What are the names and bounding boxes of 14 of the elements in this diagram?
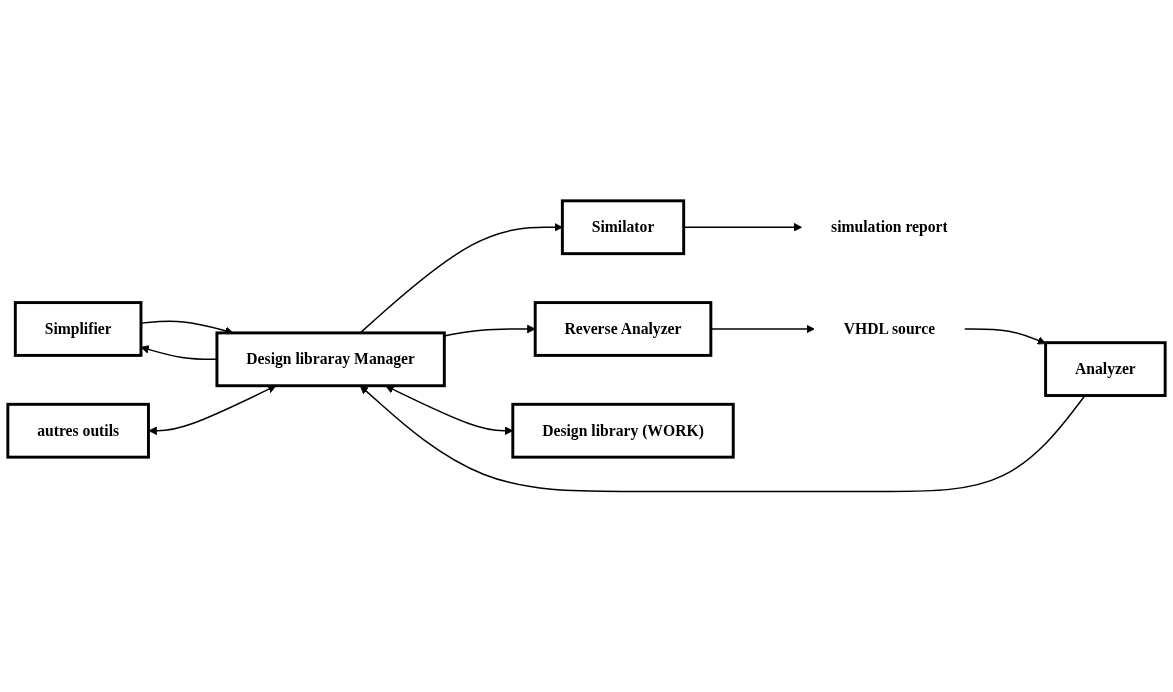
node-box: autres outils [6, 402, 150, 459]
node-box: Design library (WORK) [511, 402, 735, 459]
node-text: VHDL source [843, 320, 936, 337]
arrow [359, 385, 1086, 492]
arrow [963, 328, 1046, 345]
node-text: simulation report [831, 218, 948, 235]
arrow [148, 385, 277, 435]
node-box: Similator [560, 199, 686, 255]
node-box: Simplifier [13, 301, 143, 357]
arrow [443, 324, 536, 337]
node-box: Analyzer [1044, 341, 1167, 397]
node-box: Design libraray Manager [215, 331, 446, 388]
arrow [710, 324, 815, 334]
node-box: Reverse Analyzer [533, 301, 713, 357]
